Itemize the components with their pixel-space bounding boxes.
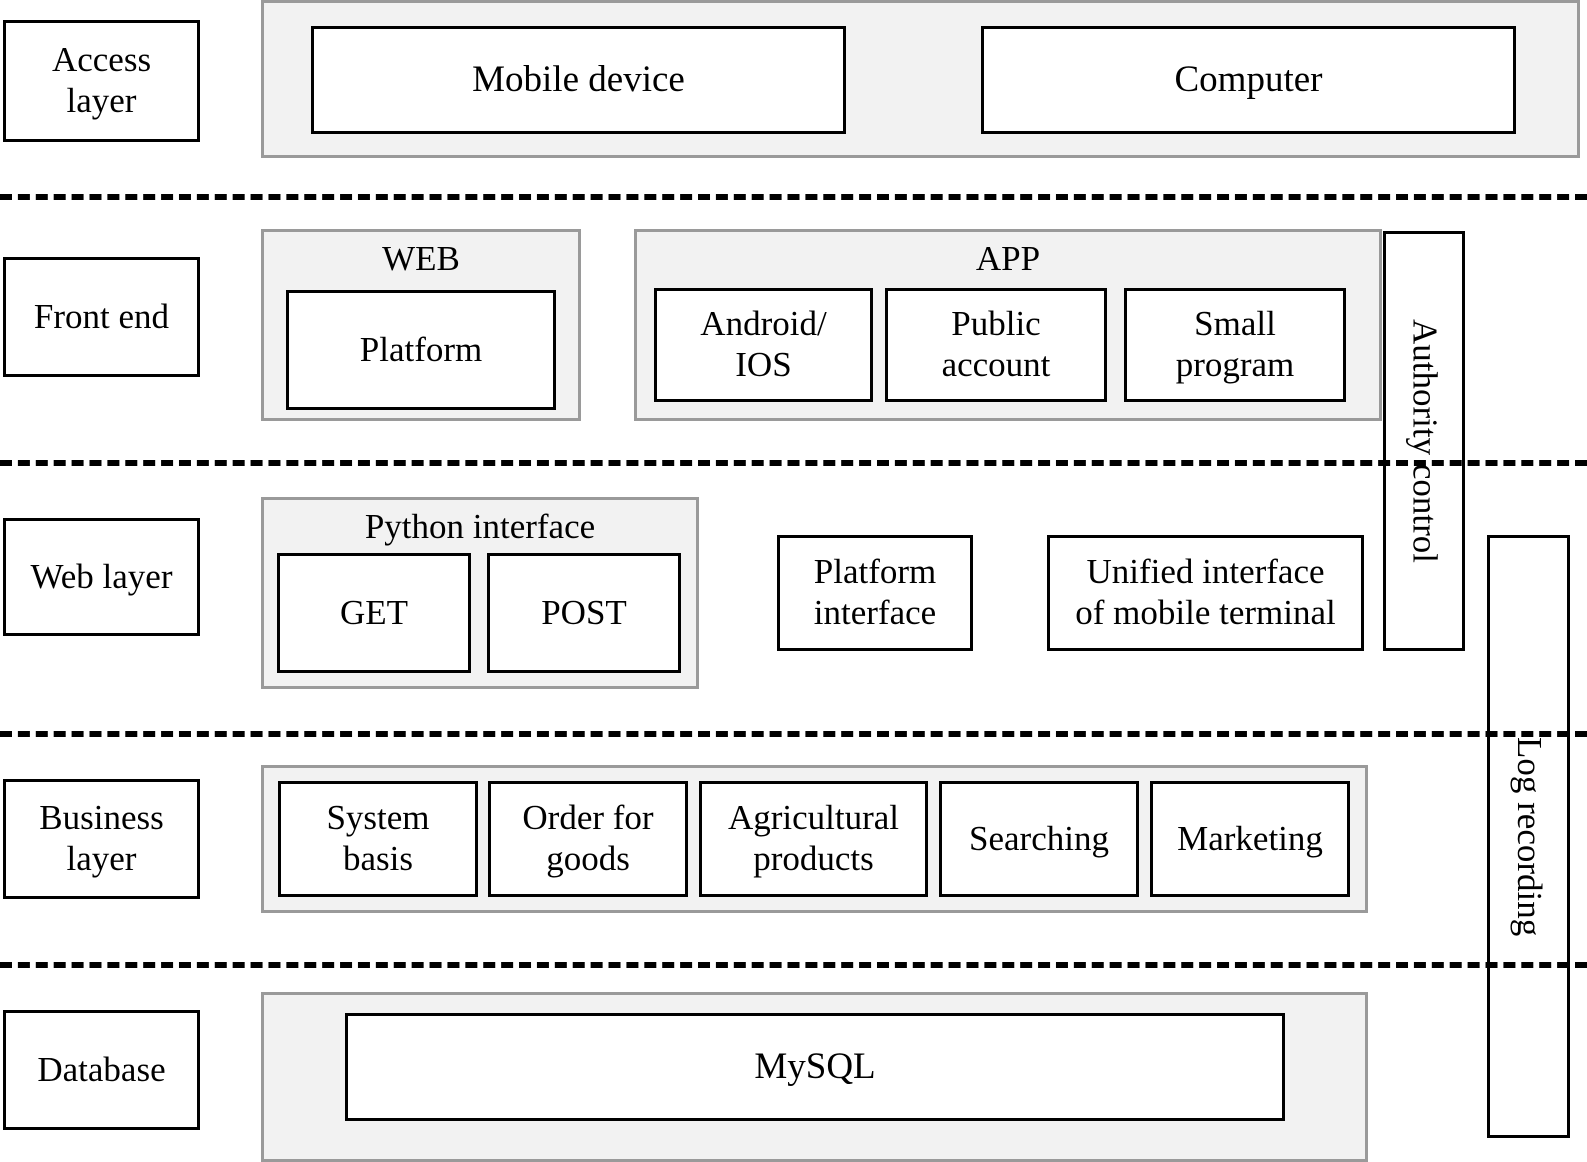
node-get-label: GET — [339, 592, 409, 632]
node-mysql[interactable]: MySQL — [345, 1013, 1285, 1121]
node-platform-label: Platform — [359, 329, 483, 369]
divider-4 — [0, 962, 1587, 968]
side-bar-log-recording[interactable]: Log recording — [1487, 535, 1570, 1138]
node-public-account[interactable]: Public account — [885, 288, 1107, 402]
node-system-basis-label-line2: basis — [342, 839, 413, 878]
node-android-ios-label-line2: IOS — [735, 345, 792, 384]
layer-label-front-end-text: Front end — [33, 296, 170, 336]
layer-label-web-layer: Web layer — [3, 518, 200, 636]
web-group-caption: WEB — [382, 239, 460, 278]
node-mobile-device[interactable]: Mobile device — [311, 26, 846, 134]
layer-label-web-layer-text: Web layer — [30, 556, 173, 596]
layer-label-access-line1: Access — [51, 40, 152, 80]
node-unified-interface-mobile-terminal[interactable]: Unified interface of mobile terminal — [1047, 535, 1364, 651]
node-agricultural-products-label-line2: products — [753, 839, 874, 878]
node-platform-interface-label-line2: interface — [813, 593, 937, 632]
layer-label-business-line1: Business — [39, 798, 164, 838]
layer-label-front-end: Front end — [3, 257, 200, 377]
node-order-for-goods[interactable]: Order for goods — [488, 781, 688, 897]
node-unified-interface-label-line2: of mobile terminal — [1075, 593, 1336, 632]
node-marketing-label: Marketing — [1177, 818, 1323, 858]
node-agricultural-products-label-line1: Agricultural — [727, 798, 900, 838]
node-mysql-label: MySQL — [754, 1045, 876, 1087]
node-unified-interface-label-line1: Unified interface — [1086, 552, 1325, 592]
layer-label-access: Access layer — [3, 20, 200, 142]
node-platform-interface-label-line1: Platform — [813, 552, 937, 592]
node-android-ios[interactable]: Android/ IOS — [654, 288, 873, 402]
python-interface-group-caption: Python interface — [364, 507, 596, 546]
node-marketing[interactable]: Marketing — [1150, 781, 1350, 897]
node-platform[interactable]: Platform — [286, 290, 556, 410]
node-small-program[interactable]: Small program — [1124, 288, 1346, 402]
side-bar-authority-control-label: Authority control — [1405, 319, 1445, 563]
side-bar-authority-control[interactable]: Authority control — [1383, 231, 1465, 651]
layer-label-database-text: Database — [37, 1049, 166, 1089]
node-small-program-label-line2: program — [1175, 345, 1295, 384]
node-android-ios-label-line1: Android/ — [700, 304, 827, 344]
node-get[interactable]: GET — [277, 553, 471, 673]
node-public-account-label-line1: Public — [951, 304, 1041, 344]
divider-3 — [0, 731, 1587, 737]
node-computer-label: Computer — [1174, 58, 1323, 100]
node-public-account-label-line2: account — [941, 345, 1051, 384]
node-system-basis-label-line1: System — [326, 798, 430, 838]
node-platform-interface[interactable]: Platform interface — [777, 535, 973, 651]
node-post-label: POST — [541, 592, 627, 632]
side-bar-log-recording-label: Log recording — [1509, 736, 1549, 937]
divider-2 — [0, 460, 1587, 466]
layer-label-business-line2: layer — [66, 839, 137, 878]
node-agricultural-products[interactable]: Agricultural products — [699, 781, 928, 897]
node-order-for-goods-label-line1: Order for — [522, 798, 654, 838]
node-system-basis[interactable]: System basis — [278, 781, 478, 897]
node-searching-label: Searching — [969, 818, 1109, 858]
layer-label-access-line2: layer — [66, 81, 137, 120]
layer-label-database: Database — [3, 1010, 200, 1130]
node-computer[interactable]: Computer — [981, 26, 1516, 134]
node-mobile-device-label: Mobile device — [472, 58, 685, 100]
node-searching[interactable]: Searching — [939, 781, 1139, 897]
app-group-caption: APP — [975, 239, 1041, 278]
node-post[interactable]: POST — [487, 553, 681, 673]
layer-label-business-layer: Business layer — [3, 779, 200, 899]
node-small-program-label-line1: Small — [1194, 304, 1276, 344]
divider-1 — [0, 194, 1587, 200]
node-order-for-goods-label-line2: goods — [546, 839, 630, 878]
